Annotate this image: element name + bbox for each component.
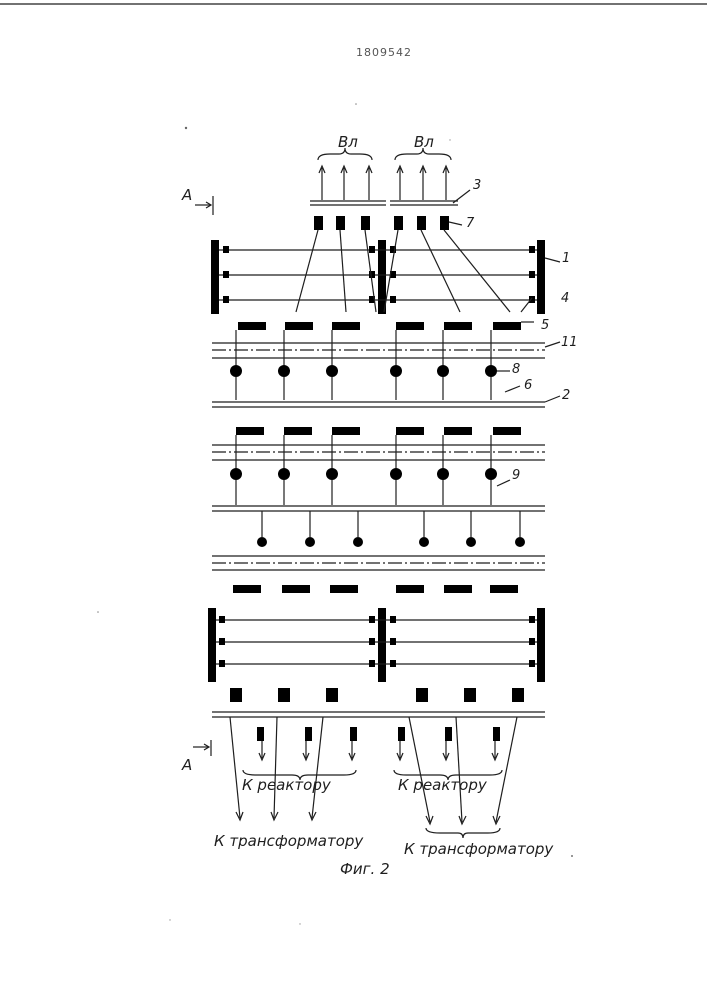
label-reactor-left: К реактору (242, 776, 331, 794)
lower-breakers (233, 585, 518, 593)
busbar-bottom (212, 688, 545, 717)
lower-frame (208, 608, 545, 682)
disconnectors-7 (314, 216, 462, 230)
section-label-bottom: А (182, 756, 192, 774)
label-transformer-right: К трансформатору (404, 840, 553, 858)
ref-3: 3 (473, 178, 481, 193)
row2-breakers (212, 427, 545, 460)
section-label-top: А (182, 186, 192, 204)
busbar-2 (212, 386, 560, 407)
ref-7: 7 (466, 216, 474, 231)
ref-11: 11 (561, 335, 578, 350)
figure-caption: Фиг. 2 (340, 860, 390, 878)
ref-5: 5 (541, 318, 549, 333)
row1-current-transformers (230, 330, 510, 400)
label-transformer-left: К трансформатору (214, 832, 363, 850)
row3-current-transformers (212, 511, 545, 570)
ref-8: 8 (512, 362, 520, 377)
ref-9: 9 (512, 468, 520, 483)
busbar-11 (212, 342, 560, 358)
ref-6: 6 (524, 378, 532, 393)
busbar-middle (212, 506, 545, 511)
line-outlets-top (318, 148, 451, 200)
label-vl-right: Вл (414, 133, 434, 151)
ref-4: 4 (561, 291, 569, 306)
scan-specks (97, 103, 573, 925)
label-reactor-right: К реактору (398, 776, 487, 794)
reactor-feeders (243, 727, 502, 780)
patent-number: 1809542 (356, 46, 412, 59)
ref-1: 1 (562, 251, 570, 266)
label-vl-left: Вл (338, 133, 358, 151)
ref-2: 2 (562, 388, 570, 403)
